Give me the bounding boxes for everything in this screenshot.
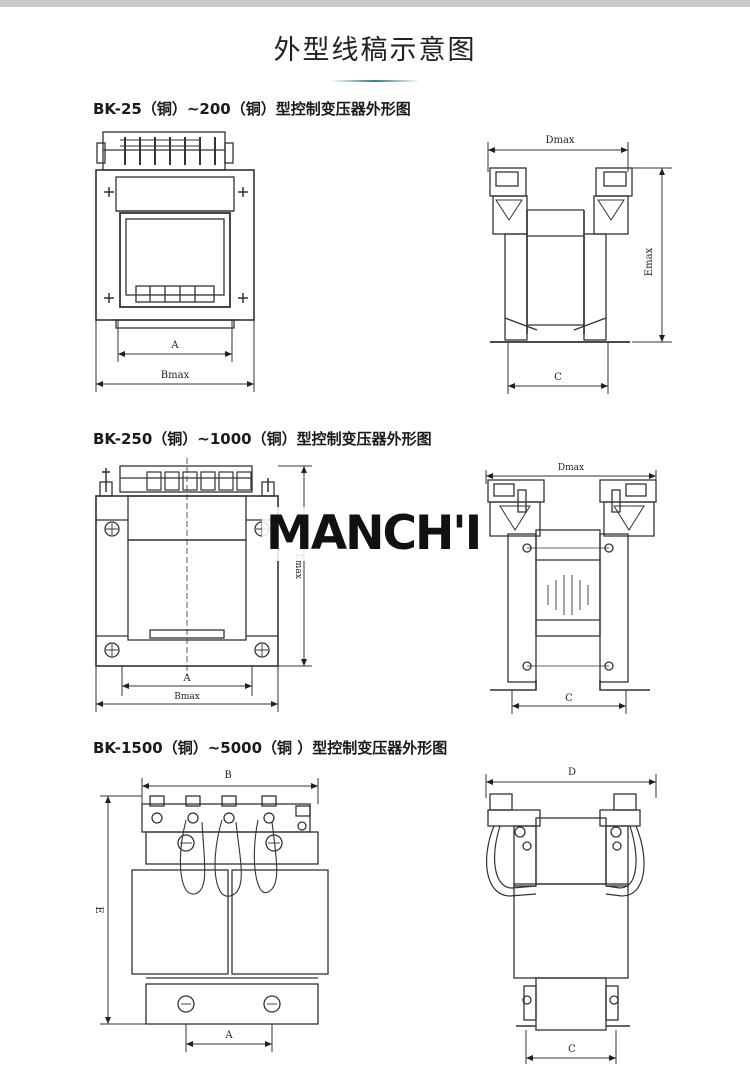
dimension-lines-1-front [95, 320, 255, 392]
transformer-3-front [131, 795, 329, 1025]
dim-label-b-3: B [224, 770, 231, 781]
dim-label-e-3: E [93, 906, 104, 913]
dimension-lines-2-front [95, 465, 312, 712]
title-underline [330, 80, 420, 82]
dim-label-d-3: D [568, 767, 576, 778]
dim-label-c-3: C [568, 1044, 576, 1055]
section-heading-1: BK-25（铜）~200（铜）型控制变压器外形图 [93, 100, 411, 118]
dim-label-emax-2: Emax [293, 553, 303, 579]
transformer-1-front [95, 131, 255, 329]
dim-label-bmax-1: Bmax [161, 370, 190, 381]
dimension-lines-2-side [485, 470, 657, 714]
page-title: 外型线稿示意图 [273, 35, 477, 66]
section-heading-2: BK-250（铜）~1000（铜）型控制变压器外形图 [93, 430, 432, 448]
brand-watermark: MANCH'I [262, 507, 485, 561]
dimension-lines-3-front [100, 778, 319, 1052]
section-heading-3: BK-1500（铜）~5000（铜 ）型控制变压器外形图 [93, 739, 448, 757]
dim-label-a-2: A [182, 673, 191, 684]
dimension-lines-3-side [485, 774, 657, 1064]
dim-label-a-1: A [170, 340, 179, 351]
dim-label-a-3: A [224, 1030, 233, 1041]
transformer-2-side [487, 479, 657, 691]
transformer-2-front [95, 458, 279, 676]
dim-label-emax-1: Emax [644, 247, 655, 276]
dim-label-c-1: C [554, 372, 562, 383]
dim-label-dmax-1: Dmax [545, 135, 574, 146]
top-bar [0, 0, 750, 7]
dimension-lines-1-side [487, 142, 672, 394]
transformer-1-side [489, 167, 633, 343]
dim-label-c-2: C [565, 693, 573, 704]
dim-label-bmax-2: Bmax [174, 692, 200, 702]
transformer-3-side [486, 793, 645, 1031]
dim-label-dmax-2: Dmax [558, 463, 584, 473]
